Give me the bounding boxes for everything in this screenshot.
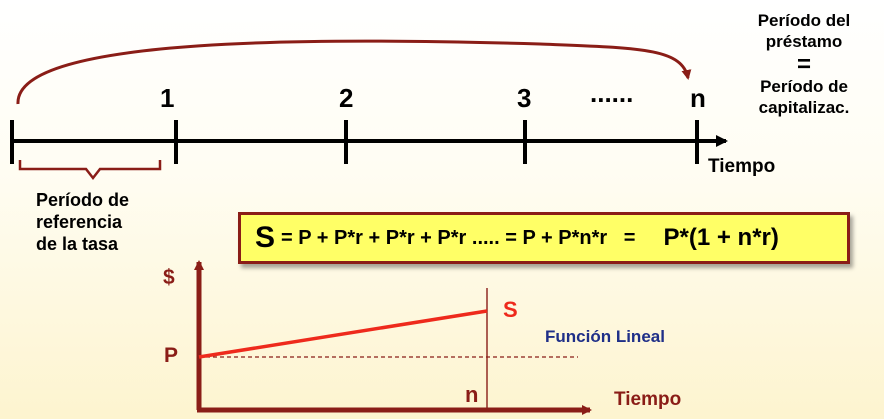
loan-period-line-4: capitalizac. (758, 98, 850, 117)
loan-span-arrow (16, 39, 692, 105)
loan-period-line-2: préstamo (765, 32, 843, 51)
reference-period-brace (18, 160, 162, 181)
graph-y-label: $ (163, 266, 175, 289)
tick-label-3: 3 (517, 83, 532, 113)
reference-line-3: de la tasa (36, 234, 119, 254)
loan-period-label: Período del préstamo = Período de capita… (738, 10, 870, 118)
linear-function-label: Función Lineal (545, 327, 665, 346)
reference-line-2: referencia (36, 212, 123, 232)
loan-period-line-3: Período de (760, 77, 848, 96)
tick-label-2: 2 (339, 83, 354, 113)
tick-label-n: n (690, 83, 706, 113)
tick-label-1: 1 (160, 83, 175, 113)
reference-period-label: Período de referencia de la tasa (36, 189, 129, 255)
reference-line-1: Período de (36, 190, 130, 210)
loan-period-equals: = (796, 51, 811, 78)
graph-s-label: S (503, 297, 518, 322)
formula-box: S = P + P*r + P*r + P*r ..... = P + P*n*… (238, 212, 850, 264)
formula-lhs: S (255, 221, 276, 254)
graph-n-label: n (465, 382, 479, 407)
timeline-dots: ...... (590, 78, 634, 108)
timeline-axis-label: Tiempo (708, 156, 776, 177)
loan-period-line-1: Período del (757, 11, 851, 30)
linear-function-line (198, 309, 488, 359)
graph-x-label: Tiempo (614, 389, 682, 410)
formula-expression: = P + P*r + P*r + P*r ..... = P + P*n*r … (281, 226, 636, 249)
formula-result: P*(1 + n*r) (663, 224, 779, 251)
graph-p-label: P (164, 344, 179, 367)
